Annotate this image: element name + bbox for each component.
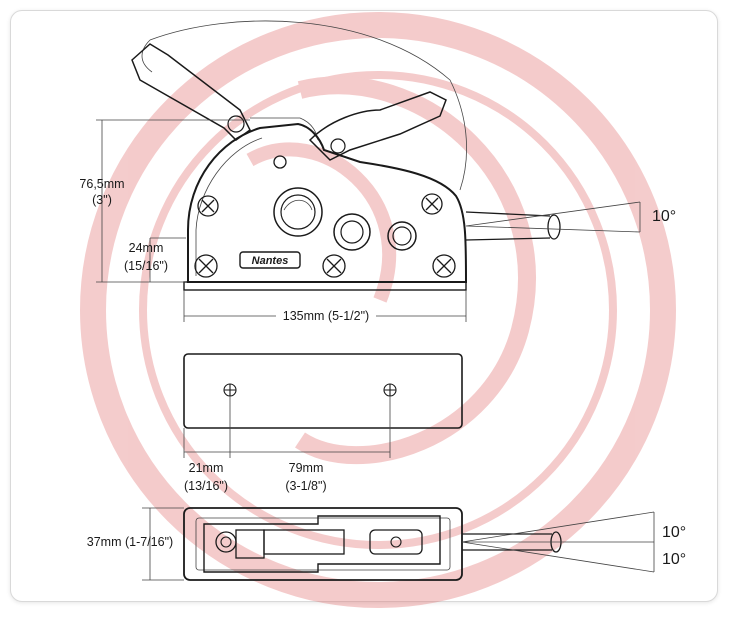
- top-view: 10° 10° 37mm (1-7/16"): [87, 507, 686, 581]
- handle-arm: [131, 43, 251, 141]
- top-angle-up-label: 10°: [662, 524, 686, 541]
- mount-hole-icon: [223, 383, 397, 397]
- screw-icon: [194, 155, 456, 278]
- front-angle-label: 10°: [652, 208, 676, 225]
- base-mm-label: 24mm: [129, 241, 164, 255]
- housing-body: [187, 122, 468, 283]
- spacing-in-label: (3-1/8"): [285, 479, 326, 493]
- handle-pivot: [227, 115, 245, 133]
- depth-label: 37mm (1-7/16"): [87, 535, 173, 549]
- height-mm-label: 76,5mm: [79, 177, 124, 191]
- base-plate-view: 21mm (13/16") 79mm (3-1/8"): [183, 353, 463, 493]
- height-in-label: (3"): [92, 193, 112, 207]
- top-angle-down-label: 10°: [662, 551, 686, 568]
- base-in-label: (15/16"): [124, 259, 168, 273]
- slot: [369, 529, 423, 555]
- brand-label: Nantes: [252, 255, 289, 267]
- base-plate: [183, 353, 463, 429]
- diagram-card: [10, 10, 718, 602]
- width-label: 135mm (5-1/2"): [283, 309, 369, 323]
- cable: [465, 211, 551, 241]
- cable-port: [273, 187, 323, 237]
- watermark-logo: [80, 12, 676, 608]
- handle-swing-arc: [149, 20, 467, 191]
- brand-plate: [239, 251, 301, 269]
- front-view: Nantes 10° 76,5mm (3") 24mm (15/16") ​ 1…: [79, 20, 676, 324]
- clamp-pivot: [215, 531, 237, 553]
- spacing-mm-label: 79mm: [289, 461, 324, 475]
- offset-mm-label: 21mm: [189, 461, 224, 475]
- offset-in-label: (13/16"): [184, 479, 228, 493]
- top-housing: [183, 507, 463, 581]
- base-strip: [183, 281, 467, 291]
